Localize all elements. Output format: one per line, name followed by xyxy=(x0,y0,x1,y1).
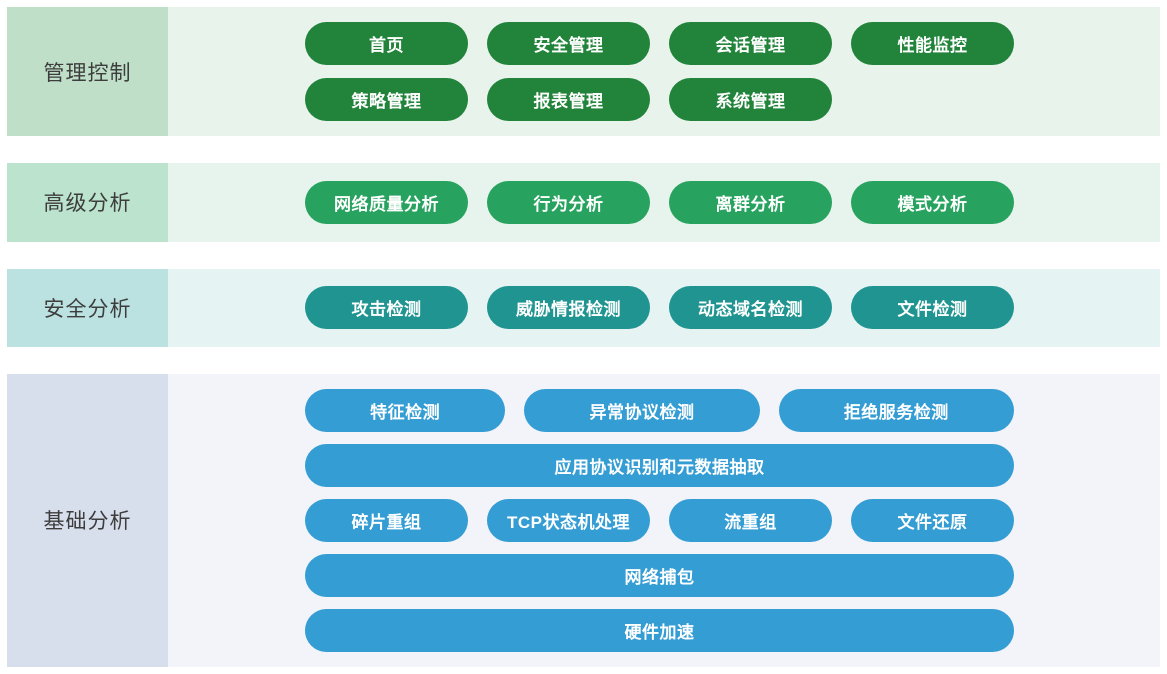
tier-body-management-control: 首页 安全管理 会话管理 性能监控 策略管理 报表管理 系统管理 xyxy=(168,7,1160,136)
pill-denial-of-service-detection[interactable]: 拒绝服务检测 xyxy=(778,388,1014,432)
pill-row: 网络质量分析 行为分析 离群分析 模式分析 xyxy=(168,180,1160,224)
pill-tcp-state-machine-processing[interactable]: TCP状态机处理 xyxy=(487,498,650,542)
tier-label-advanced-analysis: 高级分析 xyxy=(7,163,168,242)
tier-label-basic-analysis: 基础分析 xyxy=(7,373,168,668)
pill-network-packet-capture[interactable]: 网络捕包 xyxy=(305,553,1014,597)
pill-network-quality-analysis[interactable]: 网络质量分析 xyxy=(305,180,468,224)
pill-policy-management[interactable]: 策略管理 xyxy=(305,78,468,122)
pill-row: 应用协议识别和元数据抽取 xyxy=(168,443,1160,487)
pill-row: 特征检测 异常协议检测 拒绝服务检测 xyxy=(168,388,1160,432)
pill-stream-reassembly[interactable]: 流重组 xyxy=(669,498,832,542)
pill-row: 网络捕包 xyxy=(168,553,1160,597)
tier-basic-analysis: 基础分析 特征检测 异常协议检测 拒绝服务检测 应用协议识别和元数据抽取 碎片重… xyxy=(7,373,1160,668)
pill-abnormal-protocol-detection[interactable]: 异常协议检测 xyxy=(524,388,760,432)
pill-row: 首页 安全管理 会话管理 性能监控 xyxy=(168,22,1160,66)
tier-body-security-analysis: 攻击检测 威胁情报检测 动态域名检测 文件检测 xyxy=(168,269,1160,347)
pill-session-management[interactable]: 会话管理 xyxy=(669,22,832,66)
pill-row: 硬件加速 xyxy=(168,608,1160,652)
pill-pattern-analysis[interactable]: 模式分析 xyxy=(851,180,1014,224)
tier-management-control: 管理控制 首页 安全管理 会话管理 性能监控 策略管理 报表管理 系统管理 xyxy=(7,7,1160,137)
tier-body-advanced-analysis: 网络质量分析 行为分析 离群分析 模式分析 xyxy=(168,163,1160,241)
pill-home[interactable]: 首页 xyxy=(305,22,468,66)
pill-system-management[interactable]: 系统管理 xyxy=(669,78,832,122)
pill-security-management[interactable]: 安全管理 xyxy=(487,22,650,66)
pill-dynamic-domain-detection[interactable]: 动态域名检测 xyxy=(669,286,832,330)
pill-application-protocol-identification-and-metadata-extraction[interactable]: 应用协议识别和元数据抽取 xyxy=(305,443,1014,487)
pill-row: 攻击检测 威胁情报检测 动态域名检测 文件检测 xyxy=(168,286,1160,330)
pill-row: 策略管理 报表管理 系统管理 xyxy=(168,78,1160,122)
pill-hardware-acceleration[interactable]: 硬件加速 xyxy=(305,608,1014,652)
tier-security-analysis: 安全分析 攻击检测 威胁情报检测 动态域名检测 文件检测 xyxy=(7,268,1160,347)
tier-label-management-control: 管理控制 xyxy=(7,7,168,137)
tier-body-basic-analysis: 特征检测 异常协议检测 拒绝服务检测 应用协议识别和元数据抽取 碎片重组 TCP… xyxy=(168,374,1160,667)
tier-label-security-analysis: 安全分析 xyxy=(7,268,168,347)
tier-advanced-analysis: 高级分析 网络质量分析 行为分析 离群分析 模式分析 xyxy=(7,163,1160,242)
pill-signature-detection[interactable]: 特征检测 xyxy=(305,388,506,432)
pill-outlier-analysis[interactable]: 离群分析 xyxy=(669,180,832,224)
pill-report-management[interactable]: 报表管理 xyxy=(487,78,650,122)
pill-file-restoration[interactable]: 文件还原 xyxy=(851,498,1014,542)
pill-row: 碎片重组 TCP状态机处理 流重组 文件还原 xyxy=(168,498,1160,542)
pill-threat-intelligence-detection[interactable]: 威胁情报检测 xyxy=(487,286,650,330)
pill-performance-monitoring[interactable]: 性能监控 xyxy=(851,22,1014,66)
pill-attack-detection[interactable]: 攻击检测 xyxy=(305,286,468,330)
pill-behavior-analysis[interactable]: 行为分析 xyxy=(487,180,650,224)
pill-fragment-reassembly[interactable]: 碎片重组 xyxy=(305,498,468,542)
pill-file-detection[interactable]: 文件检测 xyxy=(851,286,1014,330)
